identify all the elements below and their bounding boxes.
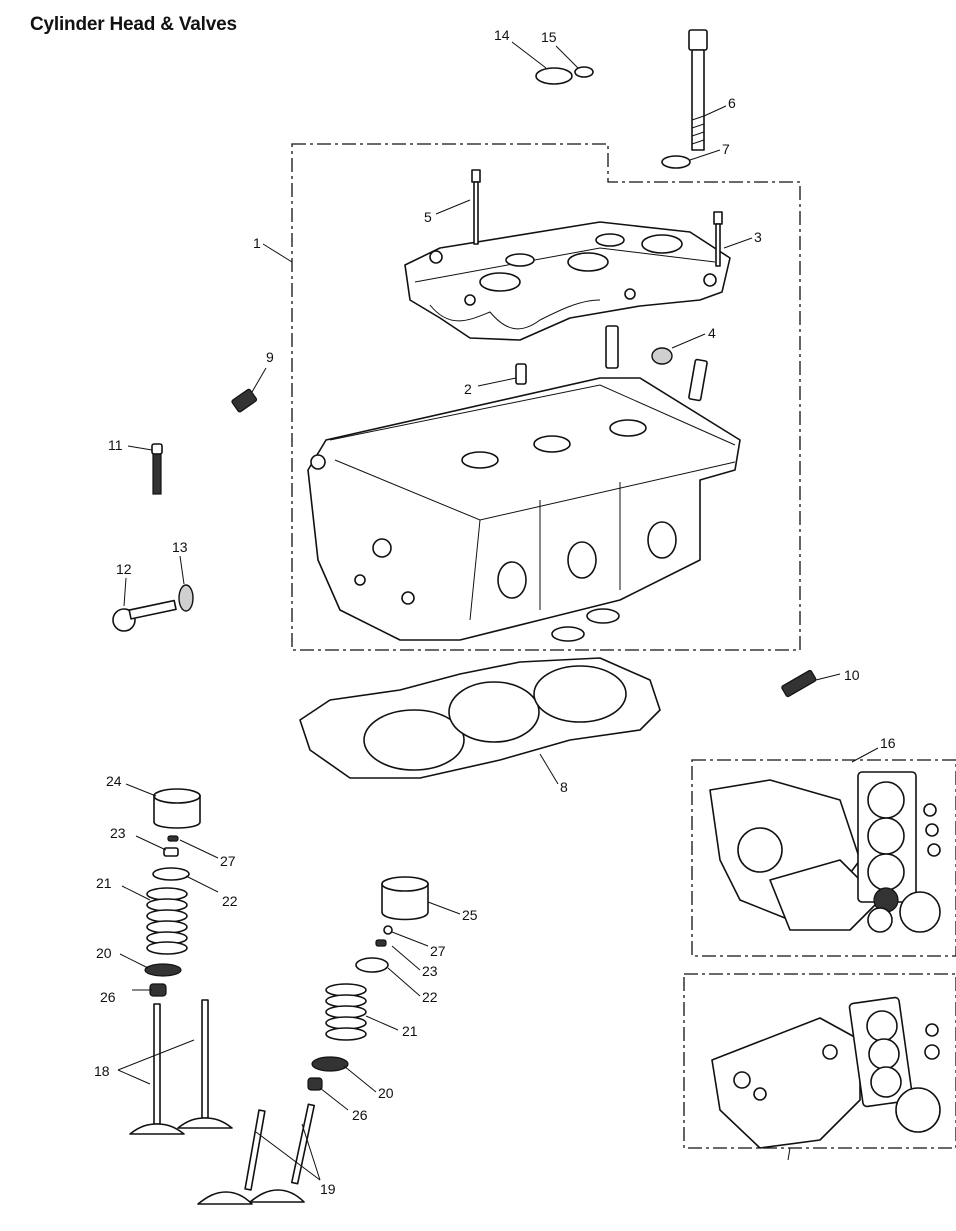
oring-15 — [574, 66, 594, 78]
intake-valve-a — [129, 1003, 185, 1135]
callout-19: 19 — [320, 1181, 336, 1197]
callout-26-right: 26 — [352, 1107, 368, 1123]
callout-labels: 1 2 3 4 5 6 7 8 9 10 11 12 13 14 15 16 1… — [94, 27, 896, 1197]
callout-9: 9 — [266, 349, 274, 365]
callout-13: 13 — [172, 539, 188, 555]
gasket-kit-16 — [709, 771, 941, 933]
callout-24: 24 — [106, 773, 122, 789]
seal-13 — [178, 584, 194, 612]
callout-27-left: 27 — [220, 853, 236, 869]
callout-3: 3 — [754, 229, 762, 245]
callout-4: 4 — [708, 325, 716, 341]
head-gasket-8 — [299, 657, 661, 779]
callout-23-left: 23 — [110, 825, 126, 841]
valve-stack-right — [197, 876, 429, 1205]
callout-14: 14 — [494, 27, 510, 43]
callout-20-right: 20 — [378, 1085, 394, 1101]
callout-27-right: 27 — [430, 943, 446, 959]
callout-12: 12 — [116, 561, 132, 577]
stud-10 — [781, 669, 817, 698]
exhaust-valve-a — [197, 1109, 266, 1205]
callout-23-right: 23 — [422, 963, 438, 979]
cam-carrier — [404, 221, 731, 341]
callout-1: 1 — [253, 235, 261, 251]
callout-22-left: 22 — [222, 893, 238, 909]
gasket-kit-lower — [711, 996, 941, 1149]
callout-8: 8 — [560, 779, 568, 795]
callout-16: 16 — [880, 735, 896, 751]
callout-7: 7 — [722, 141, 730, 157]
callout-5: 5 — [424, 209, 432, 225]
callout-21-right: 21 — [402, 1023, 418, 1039]
oring-14 — [535, 67, 573, 85]
callout-25: 25 — [462, 907, 478, 923]
head-bolt-6 — [688, 29, 708, 151]
callout-2: 2 — [464, 381, 472, 397]
callout-6: 6 — [728, 95, 736, 111]
intake-valve-b — [177, 999, 233, 1129]
guides-4 — [605, 325, 708, 402]
leader-lines — [117, 41, 879, 1181]
bolt-12 — [112, 599, 177, 632]
callout-26-left: 26 — [100, 989, 116, 1005]
bolt-11 — [151, 443, 163, 495]
bolt-5 — [471, 169, 481, 245]
cylinder-head — [307, 377, 741, 642]
callout-11: 11 — [108, 437, 123, 453]
plug-9 — [231, 388, 258, 413]
exhaust-valve-b — [249, 1103, 316, 1203]
callout-15: 15 — [541, 29, 557, 45]
gasket-kit-lower-boundary — [683, 973, 956, 1149]
diagram-title: Cylinder Head & Valves — [30, 14, 237, 35]
callout-18: 18 — [94, 1063, 110, 1079]
gasket-kit-16-boundary — [691, 759, 956, 957]
callout-22-right: 22 — [422, 989, 438, 1005]
dowel-2 — [515, 363, 527, 385]
washer-7 — [661, 155, 691, 169]
callout-21-left: 21 — [96, 875, 112, 891]
valve-stack-left — [129, 788, 233, 1135]
assembly-1-boundary — [291, 143, 801, 651]
bolt-3 — [713, 211, 723, 267]
callout-20-left: 20 — [96, 945, 112, 961]
callout-10: 10 — [844, 667, 860, 683]
